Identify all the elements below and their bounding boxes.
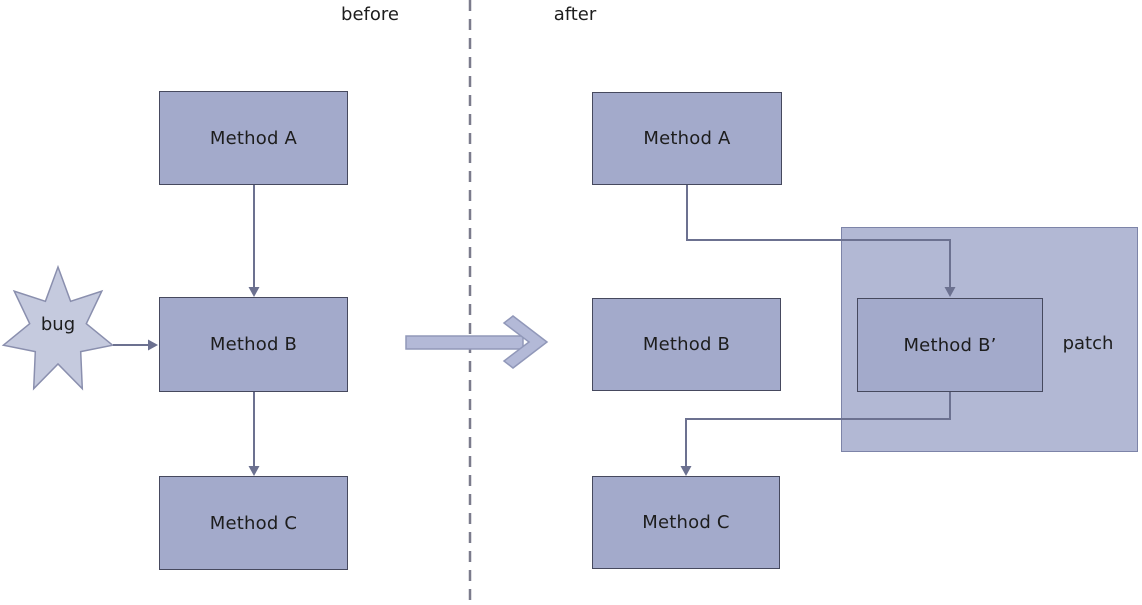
before-title: before (341, 4, 399, 25)
arrowhead-before-a-to-b-icon (248, 287, 260, 297)
before-method-a-label: Method A (209, 127, 298, 149)
after-method-b-box: Method B (592, 298, 781, 391)
after-method-c-box: Method C (592, 476, 780, 569)
after-method-b-label: Method B (642, 334, 731, 355)
arrowhead-before-b-to-c-icon (248, 466, 260, 476)
before-method-b-box: Method B (159, 297, 348, 392)
before-method-b-label: Method B (209, 334, 298, 355)
arrowhead-bug-to-b-icon (148, 339, 158, 351)
after-method-b-patched-box: Method B’ (857, 298, 1043, 392)
after-title: after (553, 4, 597, 25)
after-method-b-patched-label: Method B’ (903, 334, 997, 356)
transform-arrow-icon (405, 315, 549, 369)
before-method-c-label: Method C (209, 512, 298, 534)
after-method-a-box: Method A (592, 92, 782, 185)
patch-label: patch (1062, 333, 1114, 354)
arrowhead-after-bprime-to-c-icon (680, 466, 692, 476)
bug-label: bug (40, 314, 76, 335)
before-method-c-box: Method C (159, 476, 348, 570)
after-method-c-label: Method C (642, 512, 730, 533)
before-method-a-box: Method A (159, 91, 348, 185)
after-method-a-label: Method A (643, 128, 731, 149)
